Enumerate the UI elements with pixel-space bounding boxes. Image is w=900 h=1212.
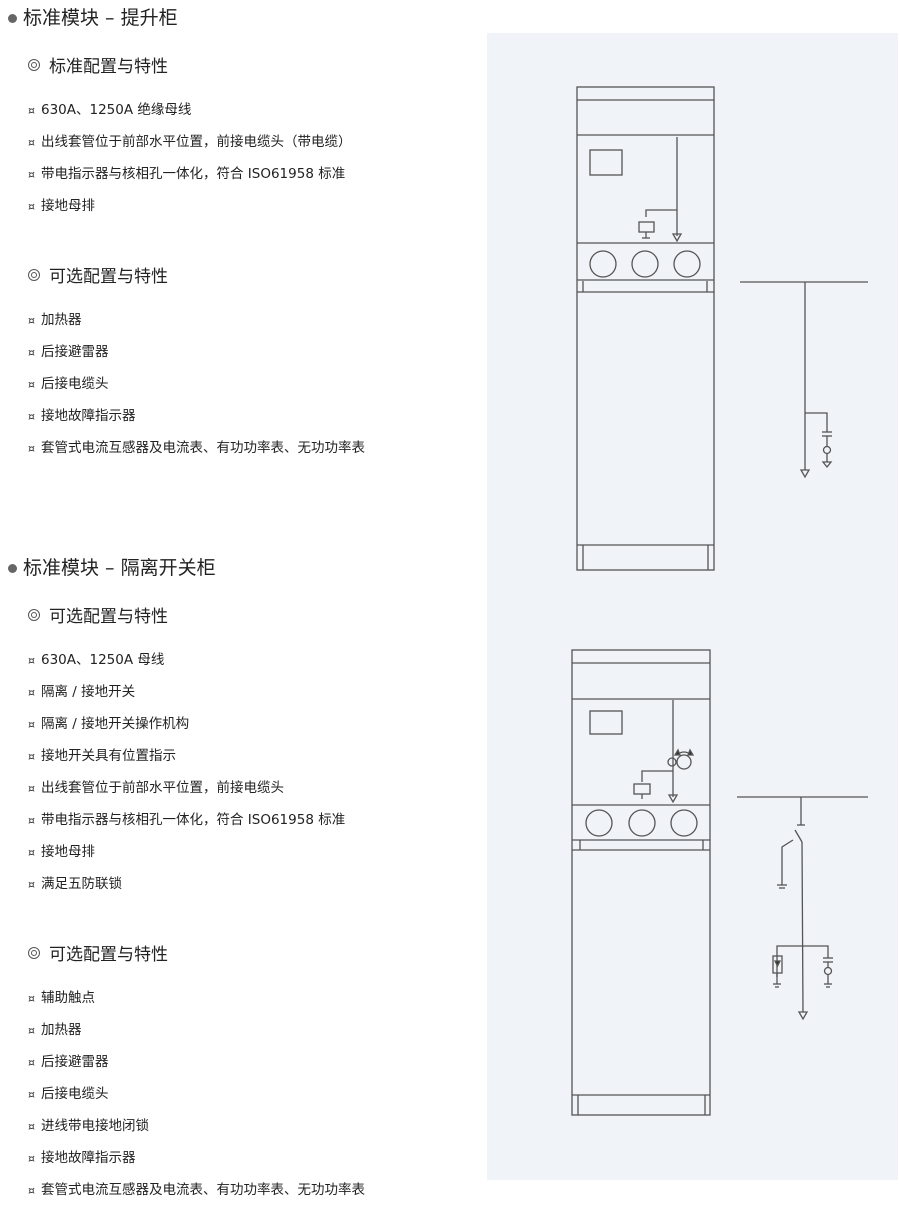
bullet-icon: ¤	[28, 136, 35, 149]
group-title-text: 可选配置与特性	[49, 607, 168, 627]
bullet-icon: ¤	[28, 1120, 35, 1133]
item-text: 加热器	[41, 1022, 82, 1038]
list-item: ¤ 套管式电流互感器及电流表、有功功率表、无功功率表	[28, 1180, 365, 1212]
list-item: ¤ 后接避雷器	[28, 1052, 365, 1084]
list-item: ¤ 接地故障指示器	[28, 1148, 365, 1180]
bullet-icon: ¤	[28, 782, 35, 795]
section-title-text: 标准模块 – 提升柜	[23, 7, 178, 29]
bullet-icon: ¤	[28, 750, 35, 763]
section-title-lift-cabinet: 标准模块 – 提升柜	[8, 6, 178, 30]
item-text: 隔离 / 接地开关	[41, 684, 136, 700]
list-item: ¤ 接地母排	[28, 842, 345, 874]
feature-list: ¤ 辅助触点 ¤ 加热器 ¤ 后接避雷器 ¤ 后接电缆头 ¤ 进线带电接地闭锁 ¤ 接地故障…	[28, 988, 365, 1212]
item-text: 套管式电流互感器及电流表、有功功率表、无功功率表	[41, 440, 365, 456]
list-item: ¤ 辅助触点	[28, 988, 365, 1020]
group-title-text: 可选配置与特性	[49, 267, 168, 287]
list-item: ¤ 隔离 / 接地开关	[28, 682, 345, 714]
list-item: ¤ 进线带电接地闭锁	[28, 1116, 365, 1148]
double-circle-icon	[28, 947, 40, 959]
list-item: ¤ 加热器	[28, 310, 365, 342]
list-item: ¤ 出线套管位于前部水平位置，前接电缆头	[28, 778, 345, 810]
list-item: ¤ 套管式电流互感器及电流表、有功功率表、无功功率表	[28, 438, 365, 470]
item-text: 辅助触点	[41, 990, 95, 1006]
item-text: 后接电缆头	[41, 376, 109, 392]
bullet-icon: ¤	[28, 168, 35, 181]
feature-list: ¤ 630A、1250A 母线 ¤ 隔离 / 接地开关 ¤ 隔离 / 接地开关操作机构…	[28, 650, 345, 906]
list-item: ¤ 后接避雷器	[28, 342, 365, 374]
double-circle-icon	[28, 269, 40, 281]
bullet-icon: ¤	[28, 1152, 35, 1165]
bullet-dot-icon	[8, 13, 17, 23]
item-text: 接地母排	[41, 844, 95, 860]
list-item: ¤ 满足五防联锁	[28, 874, 345, 906]
group-title: 标准配置与特性	[28, 56, 168, 78]
item-text: 进线带电接地闭锁	[41, 1118, 149, 1134]
item-text: 带电指示器与核相孔一体化，符合 ISO61958 标准	[41, 166, 346, 182]
item-text: 接地故障指示器	[41, 1150, 136, 1166]
group-title-text: 可选配置与特性	[49, 945, 168, 965]
section-title-disconnector-cabinet: 标准模块 – 隔离开关柜	[8, 556, 216, 580]
item-text: 出线套管位于前部水平位置，前接电缆头（带电缆）	[41, 134, 352, 150]
list-item: ¤ 出线套管位于前部水平位置，前接电缆头（带电缆）	[28, 132, 352, 164]
item-text: 出线套管位于前部水平位置，前接电缆头	[41, 780, 284, 796]
bullet-icon: ¤	[28, 686, 35, 699]
item-text: 接地故障指示器	[41, 408, 136, 424]
bullet-icon: ¤	[28, 992, 35, 1005]
group-title-text: 标准配置与特性	[49, 57, 168, 77]
item-text: 接地母排	[41, 198, 95, 214]
double-circle-icon	[28, 59, 40, 71]
list-item: ¤ 加热器	[28, 1020, 365, 1052]
bullet-icon: ¤	[28, 846, 35, 859]
bullet-icon: ¤	[28, 378, 35, 391]
bullet-icon: ¤	[28, 1184, 35, 1197]
list-item: ¤ 后接电缆头	[28, 374, 365, 406]
bullet-icon: ¤	[28, 410, 35, 423]
lift-single-line-diagram	[740, 281, 868, 479]
bullet-icon: ¤	[28, 346, 35, 359]
bullet-icon: ¤	[28, 104, 35, 117]
list-item: ¤ 隔离 / 接地开关操作机构	[28, 714, 345, 746]
bullet-icon: ¤	[28, 1088, 35, 1101]
bullet-icon: ¤	[28, 200, 35, 213]
item-text: 满足五防联锁	[41, 876, 122, 892]
list-item: ¤ 带电指示器与核相孔一体化，符合 ISO61958 标准	[28, 810, 345, 842]
bullet-icon: ¤	[28, 314, 35, 327]
item-text: 630A、1250A 母线	[41, 652, 165, 668]
bullet-dot-icon	[8, 563, 17, 573]
bullet-icon: ¤	[28, 878, 35, 891]
list-item: ¤ 接地开关具有位置指示	[28, 746, 345, 778]
item-text: 加热器	[41, 312, 82, 328]
item-text: 带电指示器与核相孔一体化，符合 ISO61958 标准	[41, 812, 346, 828]
item-text: 接地开关具有位置指示	[41, 748, 176, 764]
lift-cabinet-drawing	[576, 86, 715, 571]
group-title: 可选配置与特性	[28, 944, 168, 966]
group-title: 可选配置与特性	[28, 606, 168, 628]
section-title-text: 标准模块 – 隔离开关柜	[23, 557, 216, 579]
item-text: 套管式电流互感器及电流表、有功功率表、无功功率表	[41, 1182, 365, 1198]
feature-list: ¤ 加热器 ¤ 后接避雷器 ¤ 后接电缆头 ¤ 接地故障指示器 ¤ 套管式电流互感器及电流…	[28, 310, 365, 470]
bullet-icon: ¤	[28, 1056, 35, 1069]
disconnector-cabinet-drawing	[571, 649, 711, 1116]
item-text: 后接避雷器	[41, 344, 109, 360]
list-item: ¤ 后接电缆头	[28, 1084, 365, 1116]
disconnector-single-line-diagram	[737, 796, 868, 1021]
feature-list: ¤ 630A、1250A 绝缘母线 ¤ 出线套管位于前部水平位置，前接电缆头（带电缆…	[28, 100, 352, 228]
list-item: ¤ 接地母排	[28, 196, 352, 228]
list-item: ¤ 630A、1250A 母线	[28, 650, 345, 682]
item-text: 后接避雷器	[41, 1054, 109, 1070]
bullet-icon: ¤	[28, 1024, 35, 1037]
item-text: 630A、1250A 绝缘母线	[41, 102, 192, 118]
group-title: 可选配置与特性	[28, 266, 168, 288]
item-text: 后接电缆头	[41, 1086, 109, 1102]
bullet-icon: ¤	[28, 654, 35, 667]
bullet-icon: ¤	[28, 718, 35, 731]
double-circle-icon	[28, 609, 40, 621]
diagram-panel	[487, 33, 898, 1180]
bullet-icon: ¤	[28, 442, 35, 455]
list-item: ¤ 带电指示器与核相孔一体化，符合 ISO61958 标准	[28, 164, 352, 196]
item-text: 隔离 / 接地开关操作机构	[41, 716, 190, 732]
list-item: ¤ 630A、1250A 绝缘母线	[28, 100, 352, 132]
bullet-icon: ¤	[28, 814, 35, 827]
list-item: ¤ 接地故障指示器	[28, 406, 365, 438]
